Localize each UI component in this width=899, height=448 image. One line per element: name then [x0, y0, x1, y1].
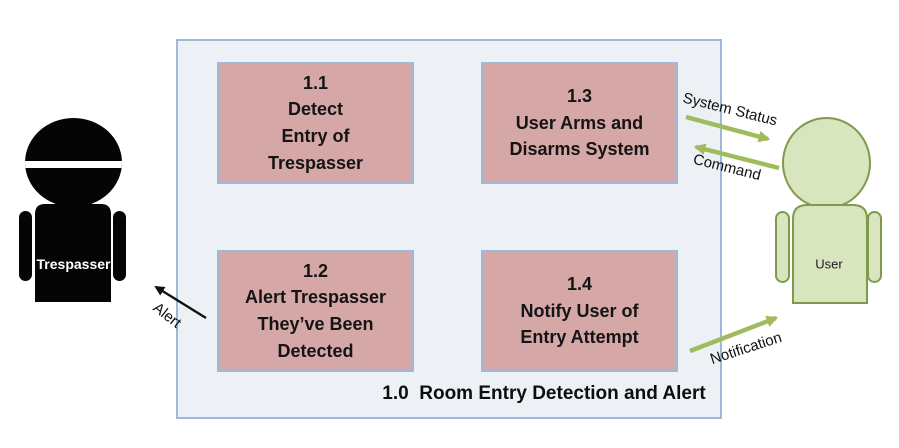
diagram-title: 1.0 Room Entry Detection and Alert: [382, 383, 706, 404]
process-box-alert-trespasser: 1.2 Alert Trespasser They’ve Been Detect…: [217, 250, 414, 372]
process-name: Notify User of Entry Attempt: [520, 300, 639, 348]
process-box-detect-entry: 1.1 Detect Entry of Trespasser: [217, 62, 414, 184]
user-label: User: [815, 257, 843, 272]
trespasser-mask-stripe: [25, 161, 122, 168]
trespasser-figure-icon: Trespasser: [19, 118, 126, 302]
user-figure-icon: User: [775, 117, 882, 304]
process-number: 1.1: [302, 72, 329, 93]
user-right-arm: [867, 211, 882, 283]
user-left-arm: [775, 211, 790, 283]
trespasser-left-arm: [19, 211, 32, 281]
process-number: 1.3: [566, 86, 593, 107]
process-box-arm-disarm: 1.3 User Arms and Disarms System: [481, 62, 678, 184]
process-number: 1.4: [566, 274, 593, 295]
trespasser-label: Trespasser: [37, 256, 111, 272]
user-head: [782, 117, 871, 209]
process-name: User Arms and Disarms System: [509, 112, 650, 160]
trespasser-right-arm: [113, 211, 126, 281]
process-name: Detect Entry of Trespasser: [267, 99, 364, 173]
process-box-notify-user: 1.4 Notify User of Entry Attempt: [481, 250, 678, 372]
trespasser-torso: [35, 204, 111, 302]
user-torso: [792, 204, 868, 304]
process-name: Alert Trespasser They’ve Been Detected: [244, 287, 387, 361]
process-number: 1.2: [302, 260, 329, 281]
